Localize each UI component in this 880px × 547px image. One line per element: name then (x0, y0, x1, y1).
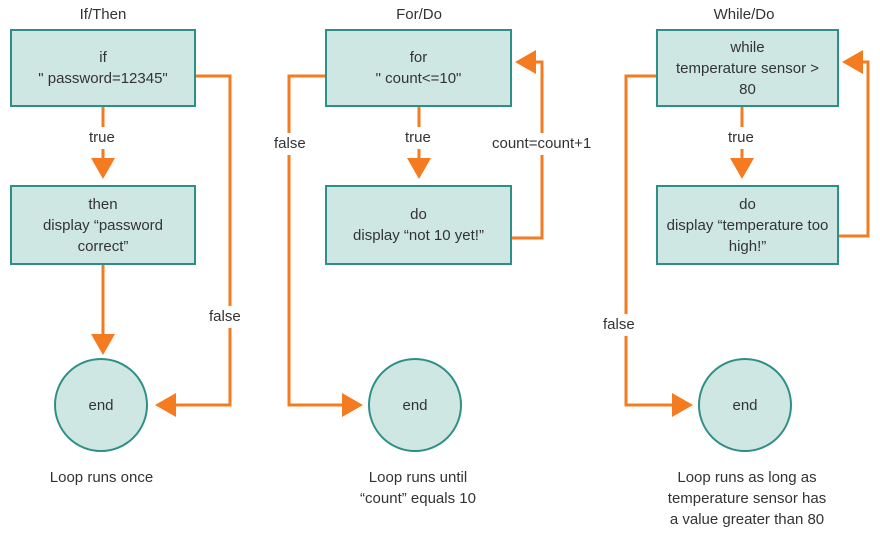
while-caption-line2: temperature sensor has (667, 490, 827, 507)
while-do-title: While/Do (713, 6, 775, 23)
while-true-label: true (723, 127, 759, 149)
while-do-box-line2: display “temperature too (666, 216, 829, 234)
while-box: while temperature sensor > 80 (656, 29, 839, 107)
while-do-box: do display “temperature too high!” (656, 185, 839, 265)
while-caption: Loop runs as long as temperature sensor … (642, 467, 852, 530)
if-box-line2: " password=12345" (38, 70, 168, 87)
for-caption-line2: “count” equals 10 (360, 490, 476, 507)
then-box-line1: then (88, 195, 118, 213)
for-do-box-line1: do (410, 206, 427, 223)
while-box-line1: while (730, 38, 765, 56)
for-do-title: For/Do (396, 6, 442, 23)
if-false-label: false (204, 306, 246, 328)
for-end-node: end (368, 358, 462, 452)
for-true-label: true (400, 127, 436, 149)
if-end-node: end (54, 358, 148, 452)
while-box-line3: 80 (739, 80, 756, 98)
if-box: if " password=12345" (10, 29, 196, 107)
while-false-label: false (598, 314, 640, 336)
then-box-line2: display “password (42, 216, 164, 234)
while-false-arrow (624, 74, 693, 417)
if-caption-line1: Loop runs once (49, 469, 154, 486)
for-box: for " count<=10" (325, 29, 512, 107)
if-box-line1: if (99, 49, 107, 66)
while-loop-back-arrow (838, 50, 870, 238)
while-box-line2: temperature sensor > (676, 59, 819, 77)
then-box: then display “password correct” (10, 185, 196, 265)
for-caption: Loop runs until “count” equals 10 (318, 467, 518, 509)
for-do-box: do display “not 10 yet!” (325, 185, 512, 265)
if-caption: Loop runs once (0, 467, 203, 488)
if-then-title: If/Then (79, 6, 127, 23)
for-false-arrow (287, 74, 363, 417)
while-end-node: end (698, 358, 792, 452)
for-do-box-line2: display “not 10 yet!” (353, 227, 484, 244)
while-do-box-line3: high!” (728, 237, 767, 255)
for-box-line1: for (409, 49, 428, 66)
for-false-label: false (269, 133, 311, 155)
for-box-line2: " count<=10" (375, 70, 462, 87)
while-caption-line3: a value greater than 80 (669, 511, 825, 528)
if-true-label: true (84, 127, 120, 149)
while-do-box-line1: do (739, 195, 756, 213)
increment-label: count=count+1 (487, 133, 597, 155)
if-false-arrow (155, 74, 232, 417)
for-caption-line1: Loop runs until (368, 469, 468, 486)
while-caption-line1: Loop runs as long as (677, 469, 817, 486)
then-box-line3: correct” (77, 237, 129, 255)
